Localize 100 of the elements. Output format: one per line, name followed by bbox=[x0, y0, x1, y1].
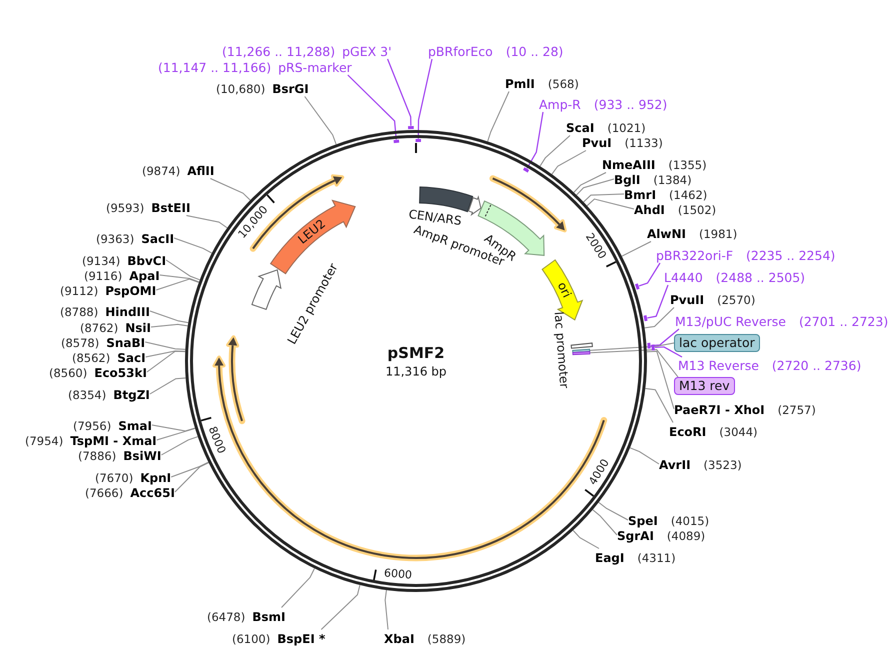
enzyme-name: PaeR7I - XhoI bbox=[674, 402, 765, 418]
leader-line bbox=[174, 462, 210, 492]
site-position: (1133) bbox=[624, 136, 663, 150]
site-position: (9363) bbox=[96, 232, 134, 246]
leader-line bbox=[384, 590, 388, 630]
primer-position: (11,147 .. 11,166) bbox=[158, 60, 272, 75]
feature-label: ori bbox=[554, 280, 574, 300]
leader-line bbox=[654, 346, 682, 358]
site-position: (8578) bbox=[61, 336, 100, 350]
leader-line bbox=[151, 424, 196, 432]
enzyme-name: PvuI bbox=[582, 136, 612, 150]
site-position: (8354) bbox=[68, 388, 106, 402]
leader-line bbox=[650, 328, 680, 346]
leader-line bbox=[592, 509, 618, 536]
enzyme-name: BbvCI bbox=[127, 254, 166, 268]
enzyme-name: SpeI bbox=[628, 514, 658, 528]
site-position: (9593) bbox=[106, 200, 144, 216]
primer-name: M13/pUC Reverse bbox=[675, 314, 786, 329]
leader-line bbox=[166, 260, 200, 280]
enzyme-name: SnaBI bbox=[106, 336, 146, 350]
leader-line bbox=[526, 112, 544, 169]
leader-line bbox=[387, 58, 412, 126]
site-position: (9134) bbox=[82, 254, 120, 268]
leader-line bbox=[644, 307, 674, 328]
leader-line bbox=[598, 502, 628, 520]
site-position: (9112) bbox=[60, 284, 98, 298]
primer-position: (10 .. 28) bbox=[506, 44, 564, 59]
site-position: (5889) bbox=[427, 632, 466, 646]
site-position: (7954) bbox=[25, 434, 64, 448]
leader-line bbox=[487, 91, 510, 142]
leader-line bbox=[186, 215, 228, 228]
leader-line bbox=[210, 178, 251, 201]
enzyme-name: Eco53kI bbox=[94, 366, 147, 380]
site-position: (8762) bbox=[80, 320, 118, 336]
enzyme-name: SacI bbox=[117, 350, 146, 366]
site-position: (8560) bbox=[49, 366, 88, 380]
site-position: (3523) bbox=[704, 458, 742, 472]
leader-line bbox=[590, 349, 678, 378]
primer-name: pBR322ori-F bbox=[656, 248, 734, 263]
leader-line bbox=[320, 584, 360, 630]
enzyme-name: PspOMI bbox=[105, 284, 156, 298]
leader-line bbox=[551, 150, 586, 175]
enzyme-name: HindIII bbox=[105, 304, 150, 320]
site-position: (1355) bbox=[668, 158, 707, 172]
primer-position: (2488 .. 2505) bbox=[716, 270, 806, 285]
leader-line bbox=[156, 278, 200, 290]
leader-line bbox=[586, 198, 634, 210]
leader-line bbox=[589, 342, 674, 351]
site-position: (1981) bbox=[699, 226, 738, 242]
plasmid-size: 11,316 bp bbox=[385, 364, 447, 380]
scale-label: 6000 bbox=[384, 568, 413, 581]
leader-line bbox=[304, 96, 337, 145]
enzyme-name: AvrII bbox=[659, 458, 691, 472]
leader-line bbox=[156, 428, 196, 440]
leader-line bbox=[145, 350, 186, 358]
primer-name: pGEX 3' bbox=[342, 44, 392, 59]
enzyme-name: SacII bbox=[141, 232, 174, 246]
primer-position: (2720 .. 2736) bbox=[772, 358, 862, 373]
enzyme-name: BglI bbox=[614, 172, 640, 188]
site-position: (1462) bbox=[669, 188, 708, 202]
leader-line bbox=[638, 262, 661, 287]
leader-line bbox=[647, 284, 669, 318]
enzyme-name: KpnI bbox=[140, 470, 172, 486]
enzyme-name: NsiI bbox=[125, 320, 152, 336]
primer-position: (2235 .. 2254) bbox=[746, 248, 836, 263]
site-position: (8562) bbox=[72, 350, 110, 366]
feature-tag: lac operator bbox=[674, 334, 760, 352]
leader-line bbox=[170, 462, 209, 478]
site-position: (10,680) bbox=[216, 82, 266, 96]
enzyme-name: XbaI bbox=[384, 632, 414, 646]
enzyme-name: EagI bbox=[595, 550, 624, 566]
site-position: (6100) bbox=[232, 632, 270, 646]
enzyme-name: ApaI bbox=[129, 268, 160, 284]
leader-line bbox=[540, 135, 570, 167]
leader-line bbox=[573, 172, 606, 193]
plasmid-name: pSMF2 bbox=[387, 344, 445, 362]
enzyme-name: BsmI bbox=[252, 610, 286, 624]
enzyme-name: EcoRI bbox=[669, 424, 706, 440]
site-position: (568) bbox=[548, 76, 579, 92]
site-position: (1502) bbox=[678, 202, 716, 218]
enzyme-name: TspMI - XmaI bbox=[70, 434, 157, 448]
site-position: (1384) bbox=[653, 172, 692, 188]
enzyme-name: AlwNI bbox=[647, 226, 686, 242]
enzyme-name: ScaI bbox=[566, 120, 594, 136]
site-position: (7666) bbox=[85, 486, 124, 500]
leader-line bbox=[149, 378, 186, 394]
enzyme-name: Acc65I bbox=[130, 486, 175, 500]
site-position: (4015) bbox=[670, 514, 710, 528]
enzyme-name: BstEII bbox=[151, 200, 190, 216]
site-position: (7956) bbox=[73, 418, 112, 434]
primer-tag: M13 rev bbox=[674, 377, 735, 395]
site-position: (7886) bbox=[78, 448, 116, 464]
site-position: (9874) bbox=[142, 164, 180, 178]
enzyme-name: BspEI * bbox=[277, 632, 326, 646]
leader-line bbox=[644, 388, 674, 423]
enzyme-name: AflII bbox=[187, 164, 214, 178]
site-position: (2757) bbox=[778, 402, 816, 418]
primer-name: L4440 bbox=[664, 270, 703, 285]
enzyme-name: AhdI bbox=[634, 202, 665, 218]
primer-name: Amp-R bbox=[539, 97, 581, 112]
